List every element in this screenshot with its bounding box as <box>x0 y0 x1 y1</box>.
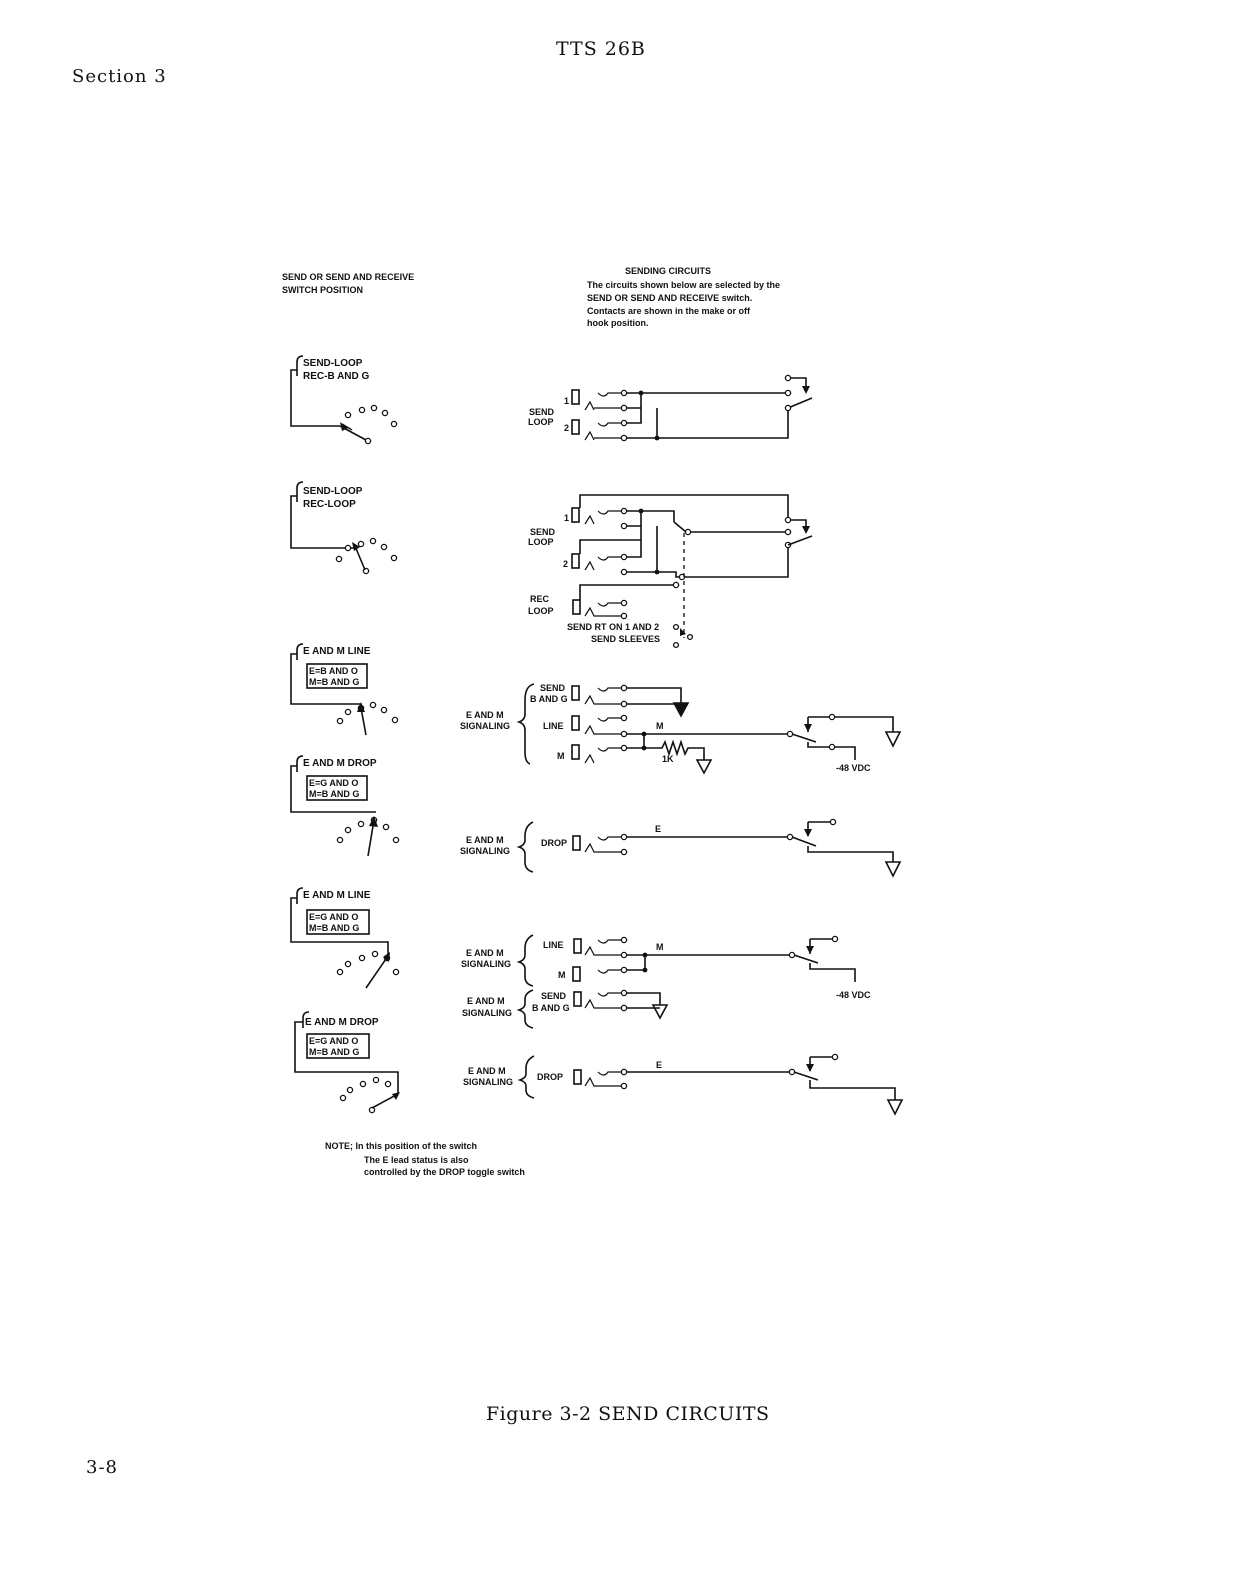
c2-jack1: 1 <box>564 513 569 523</box>
c5-m-lead: M <box>656 942 664 952</box>
c3-signaling: SIGNALING <box>460 721 510 731</box>
section-label: Section 3 <box>72 66 167 87</box>
right-heading-title: SENDING CIRCUITS <box>625 266 711 276</box>
circuit-em-line-3: E AND M SIGNALING SEND B AND G LINE M M … <box>460 683 902 775</box>
pos5-box-line-1: E=G AND O <box>309 912 358 922</box>
c3-1k: 1K <box>662 754 674 764</box>
switch-position-6: E AND M DROP E=G AND O M=B AND G <box>294 1011 400 1114</box>
right-heading-line-4: hook position. <box>587 318 649 328</box>
switch-position-1: SEND-LOOP REC-B AND G <box>290 355 398 445</box>
c5b-signaling: SIGNALING <box>462 1008 512 1018</box>
pos2-line-1: SEND-LOOP <box>303 486 363 497</box>
c3-bandg: B AND G <box>530 694 568 704</box>
circuit-em-line-5: E AND M SIGNALING E AND M SIGNALING LINE… <box>461 934 871 1029</box>
right-heading-line-2: SEND OR SEND AND RECEIVE switch. <box>587 293 752 303</box>
pos3-title: E AND M LINE <box>303 646 371 657</box>
note-line-3: controlled by the DROP toggle switch <box>364 1167 525 1177</box>
c5-m: M <box>558 970 566 980</box>
c6-em: E AND M <box>468 1066 506 1076</box>
switch-position-3: E AND M LINE E=B AND O M=B AND G <box>290 643 399 736</box>
c2-send-sleeves: SEND SLEEVES <box>591 634 660 644</box>
c5-bandg: B AND G <box>532 1003 570 1013</box>
doc-id: TTS 26B <box>556 38 646 60</box>
c4-drop: DROP <box>541 838 567 848</box>
c4-signaling: SIGNALING <box>460 846 510 856</box>
pos6-box-line-2: M=B AND G <box>309 1047 359 1057</box>
c5-send: SEND <box>541 991 567 1001</box>
circuit-send-loop-1: SEND LOOP 1 2 <box>528 374 813 442</box>
c1-loop: LOOP <box>528 417 554 427</box>
c3-voltage: -48 VDC <box>836 763 871 773</box>
figure-note: NOTE; In this position of the switch The… <box>325 1141 525 1177</box>
c5-voltage: -48 VDC <box>836 990 871 1000</box>
pos4-box-line-1: E=G AND O <box>309 778 358 788</box>
c2-jack2: 2 <box>563 559 568 569</box>
note-line-2: The E lead status is also <box>364 1155 469 1165</box>
c2-loop: LOOP <box>528 537 554 547</box>
c2-send-rt: SEND RT ON 1 AND 2 <box>567 622 659 632</box>
switch-position-2: SEND-LOOP REC-LOOP <box>290 481 398 575</box>
pos4-title: E AND M DROP <box>303 758 377 769</box>
pos5-title: E AND M LINE <box>303 890 371 901</box>
c1-jack1: 1 <box>564 396 569 406</box>
note-line-1: NOTE; In this position of the switch <box>325 1141 477 1151</box>
pos3-box-line-2: M=B AND G <box>309 677 359 687</box>
c1-jack2: 2 <box>564 423 569 433</box>
circuit-send-rec-loop-2: SEND LOOP 1 2 REC LOOP <box>528 494 813 649</box>
left-heading-line-2: SWITCH POSITION <box>282 285 363 295</box>
c1-send: SEND <box>529 407 555 417</box>
c5-line: LINE <box>543 940 564 950</box>
c2-rec: REC <box>530 594 550 604</box>
c6-e-lead: E <box>656 1060 662 1070</box>
switch-position-4: E AND M DROP E=G AND O M=B AND G <box>290 755 400 857</box>
pos1-line-2: REC-B AND G <box>303 371 370 382</box>
right-heading-line-3: Contacts are shown in the make or off <box>587 306 751 316</box>
c3-line: LINE <box>543 721 564 731</box>
c3-em: E AND M <box>466 710 504 720</box>
pos2-line-2: REC-LOOP <box>303 499 356 510</box>
c3-m: M <box>557 751 565 761</box>
c6-drop: DROP <box>537 1072 563 1082</box>
page-number: 3-8 <box>86 1457 118 1478</box>
c5b-em: E AND M <box>467 996 505 1006</box>
figure-caption: Figure 3-2 SEND CIRCUITS <box>486 1403 770 1425</box>
pos6-title: E AND M DROP <box>305 1017 379 1028</box>
pos3-box-line-1: E=B AND O <box>309 666 358 676</box>
circuit-em-drop-6: E AND M SIGNALING DROP E <box>463 1053 904 1116</box>
c4-em: E AND M <box>466 835 504 845</box>
c5-em: E AND M <box>466 948 504 958</box>
c2-rec-loop: LOOP <box>528 606 554 616</box>
c4-e-lead: E <box>655 824 661 834</box>
circuit-em-drop-4: E AND M SIGNALING DROP E <box>460 818 902 878</box>
c2-send: SEND <box>530 527 556 537</box>
c3-send: SEND <box>540 683 566 693</box>
switch-position-5: E AND M LINE E=G AND O M=B AND G <box>290 887 400 989</box>
right-heading-line-1: The circuits shown below are selected by… <box>587 280 780 290</box>
pos6-box-line-1: E=G AND O <box>309 1036 358 1046</box>
pos4-box-line-2: M=B AND G <box>309 789 359 799</box>
c5-signaling: SIGNALING <box>461 959 511 969</box>
pos5-box-line-2: M=B AND G <box>309 923 359 933</box>
pos1-line-1: SEND-LOOP <box>303 358 363 369</box>
c6-signaling: SIGNALING <box>463 1077 513 1087</box>
left-heading-line-1: SEND OR SEND AND RECEIVE <box>282 272 414 282</box>
c3-m-lead: M <box>656 721 664 731</box>
